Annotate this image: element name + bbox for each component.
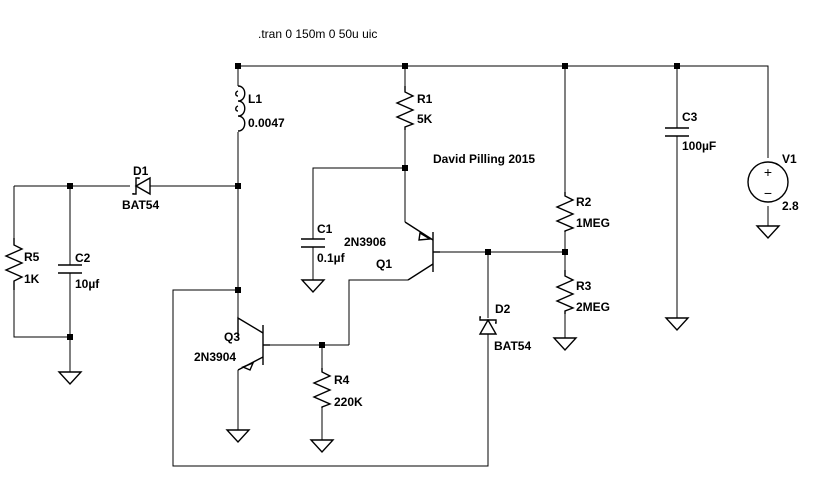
- q1-emitter-arrow: [418, 231, 433, 241]
- ground-icon: [225, 429, 251, 444]
- v1-plus-sign: +: [764, 164, 772, 180]
- diode-d2-triangle: [478, 318, 498, 335]
- voltage-source-v1: + −: [747, 161, 789, 203]
- resistor-r1: [395, 86, 415, 130]
- c2-value: 10µf: [75, 277, 100, 291]
- v1-value: 2.8: [782, 199, 799, 213]
- c1-value: 0.1µf: [317, 251, 346, 265]
- c3-name: C3: [682, 110, 698, 124]
- v1-circle: [747, 161, 789, 203]
- spice-directive: .tran 0 150m 0 50u uic: [258, 27, 377, 41]
- r5-name: R5: [24, 250, 40, 264]
- ground-icon: [664, 317, 690, 332]
- labels: .tran 0 150m 0 50u uic David Pilling 201…: [24, 27, 799, 409]
- resistor-r5: [4, 238, 24, 290]
- v1-name: V1: [782, 152, 797, 166]
- r2-name: R2: [576, 195, 592, 209]
- junction-dot: [235, 287, 241, 293]
- d1-name: D1: [133, 164, 149, 178]
- junction-dot: [319, 342, 325, 348]
- resistor-r3: [555, 270, 575, 314]
- junction-dot: [402, 165, 408, 171]
- r1-name: R1: [417, 92, 433, 106]
- junction-dot: [402, 63, 408, 69]
- r5-value: 1K: [24, 272, 40, 286]
- d2-name: D2: [495, 302, 511, 316]
- transistor-q3: [237, 316, 270, 371]
- diode-d2-cathode: [479, 316, 497, 324]
- q3-name: Q3: [224, 330, 240, 344]
- r4-value: 220K: [334, 395, 363, 409]
- d1-value: BAT54: [122, 198, 159, 212]
- junctions: [67, 63, 680, 348]
- diode-d1-cathode: [132, 177, 140, 195]
- wires: [13, 65, 769, 467]
- inductor-coil: [237, 85, 246, 132]
- diode-d2: [478, 316, 498, 335]
- q1-model: 2N3906: [344, 235, 386, 249]
- r3-name: R3: [576, 279, 592, 293]
- r3-value: 2MEG: [576, 300, 610, 314]
- junction-dot: [485, 249, 491, 255]
- wire-c1-top: [312, 167, 405, 239]
- junction-dot: [562, 249, 568, 255]
- q1-name: Q1: [376, 257, 392, 271]
- junction-dot: [235, 63, 241, 69]
- q1-emitter-lead: [404, 221, 434, 241]
- r4-name: R4: [334, 373, 350, 387]
- junction-dot: [674, 63, 680, 69]
- ground-icon: [300, 279, 326, 294]
- resistor-r4: [312, 368, 332, 408]
- junction-dot: [235, 183, 241, 189]
- diode-d1: [132, 176, 151, 196]
- v1-minus-sign: −: [764, 185, 772, 201]
- r2-value: 1MEG: [576, 216, 610, 230]
- capacitor-c2: [58, 264, 82, 274]
- inductor-turns: [235, 90, 239, 112]
- ground-symbols: [57, 225, 781, 454]
- q3-model: 2N3904: [194, 350, 236, 364]
- junction-dot: [67, 183, 73, 189]
- q1-collector-lead: [407, 263, 434, 281]
- wire-q1-collector: [348, 279, 408, 345]
- wire-top-rail: [238, 65, 769, 158]
- junction-dot: [562, 63, 568, 69]
- capacitor-c3: [665, 127, 689, 137]
- r1-value: 5K: [417, 112, 433, 126]
- capacitor-c1: [301, 238, 325, 248]
- q3-emitter-arrow: [241, 361, 255, 371]
- ground-icon: [309, 439, 335, 454]
- diode-d1-triangle: [134, 176, 151, 196]
- resistor-r2: [555, 192, 575, 232]
- d2-value: BAT54: [494, 339, 531, 353]
- inductor-l1: [235, 85, 246, 132]
- wire-d2-bottom: [172, 289, 489, 467]
- q3-collector-lead: [237, 316, 264, 338]
- c1-name: C1: [317, 222, 333, 236]
- l1-value: 0.0047: [248, 116, 285, 130]
- ground-icon: [552, 337, 578, 352]
- transistor-q1: [404, 221, 440, 281]
- ground-icon: [755, 225, 781, 240]
- author-credit: David Pilling 2015: [433, 152, 535, 166]
- c2-name: C2: [75, 251, 91, 265]
- c3-value: 100µF: [682, 139, 716, 153]
- junction-dot: [67, 334, 73, 340]
- wire-r5-bottom: [13, 290, 70, 338]
- l1-name: L1: [248, 92, 262, 106]
- ground-icon: [57, 371, 83, 386]
